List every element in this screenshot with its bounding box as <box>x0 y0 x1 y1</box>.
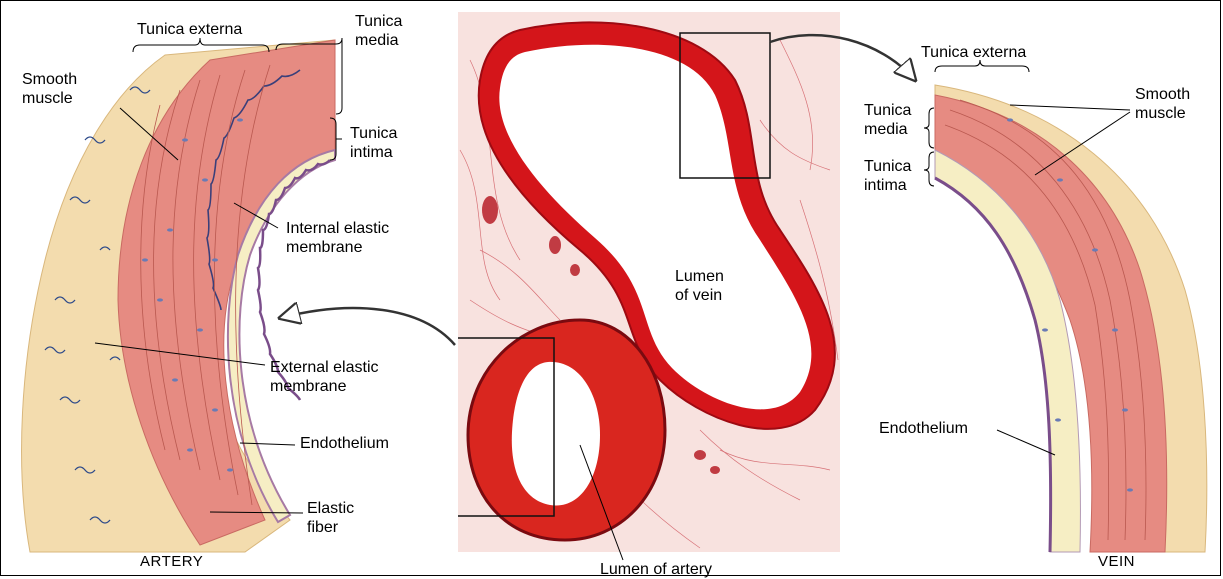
vein-endothelium-leader <box>997 430 1055 455</box>
vein-label-tunica-intima: Tunica intima <box>864 157 911 195</box>
artery-drawing <box>22 40 335 552</box>
artery-label-tunica-externa: Tunica externa <box>137 20 242 39</box>
arrow-to-artery-drawing <box>280 308 455 345</box>
artery-label-external-elastic-membrane: External elastic membrane <box>270 358 379 396</box>
artery-label-endothelium: Endothelium <box>300 434 389 453</box>
label-lumen-of-vein: Lumen of vein <box>675 267 724 305</box>
vein-smooth-muscle-leader-1 <box>1010 105 1130 110</box>
vein-label-smooth-muscle: Smooth muscle <box>1135 85 1190 123</box>
vein-media-brace <box>924 108 934 148</box>
artery-label-tunica-intima: Tunica intima <box>350 124 397 162</box>
micrograph <box>453 12 840 552</box>
artery-title: ARTERY <box>140 553 203 570</box>
vein-title: VEIN <box>1098 553 1135 570</box>
vein-label-tunica-externa: Tunica externa <box>921 43 1026 62</box>
label-lumen-of-artery: Lumen of artery <box>600 560 712 579</box>
vein-label-tunica-media: Tunica media <box>864 101 911 139</box>
artery-label-tunica-media: Tunica media <box>355 12 402 50</box>
artery-label-smooth-muscle: Smooth muscle <box>22 70 77 108</box>
vein-intima-brace <box>924 152 934 186</box>
vein-drawing <box>935 85 1207 552</box>
vein-label-endothelium: Endothelium <box>879 419 968 438</box>
artery-label-elastic-fiber: Elastic fiber <box>307 499 354 537</box>
artery-label-internal-elastic-membrane: Internal elastic membrane <box>286 219 389 257</box>
